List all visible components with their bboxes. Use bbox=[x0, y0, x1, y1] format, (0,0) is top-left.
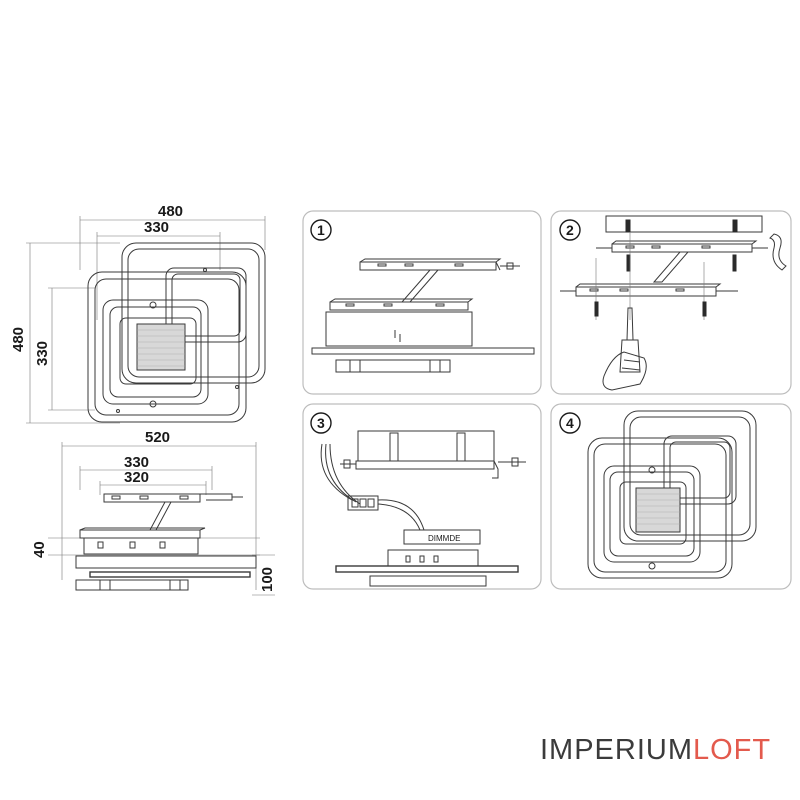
step-1-badge bbox=[310, 219, 332, 241]
brand-logo: IMPERIUMLOFT bbox=[540, 735, 771, 765]
step-3-number: 3 bbox=[317, 415, 325, 431]
dim-side-100: 100 bbox=[259, 567, 276, 592]
step-4-badge bbox=[559, 412, 581, 434]
dim-left-330: 330 bbox=[34, 341, 51, 366]
step-2-illustration bbox=[560, 215, 787, 391]
step-3-illustration: DIMMDE bbox=[320, 430, 526, 587]
step-4-number: 4 bbox=[566, 415, 574, 431]
step-2-panel bbox=[550, 210, 792, 395]
dim-side-40: 40 bbox=[31, 541, 48, 558]
step-1-illustration bbox=[311, 258, 535, 373]
brand-name-part1: IMPERIUM bbox=[540, 734, 693, 766]
top-view-drawing bbox=[26, 216, 266, 424]
dim-top-330: 330 bbox=[144, 219, 169, 236]
step-3-panel bbox=[302, 403, 542, 590]
step-4-illustration bbox=[587, 410, 757, 579]
side-view-drawing bbox=[48, 442, 275, 596]
step-3-driver-label: DIMMDE bbox=[428, 534, 460, 543]
step-1-number: 1 bbox=[317, 222, 325, 238]
dim-side-330: 330 bbox=[124, 454, 149, 471]
brand-name-part2: LOFT bbox=[693, 734, 772, 766]
dim-left-480: 480 bbox=[10, 327, 27, 352]
dim-side-320: 320 bbox=[124, 469, 149, 486]
step-2-number: 2 bbox=[566, 222, 574, 238]
dim-side-520: 520 bbox=[145, 429, 170, 446]
dim-top-480: 480 bbox=[158, 203, 183, 220]
step-3-badge bbox=[310, 412, 332, 434]
step-2-badge bbox=[559, 219, 581, 241]
